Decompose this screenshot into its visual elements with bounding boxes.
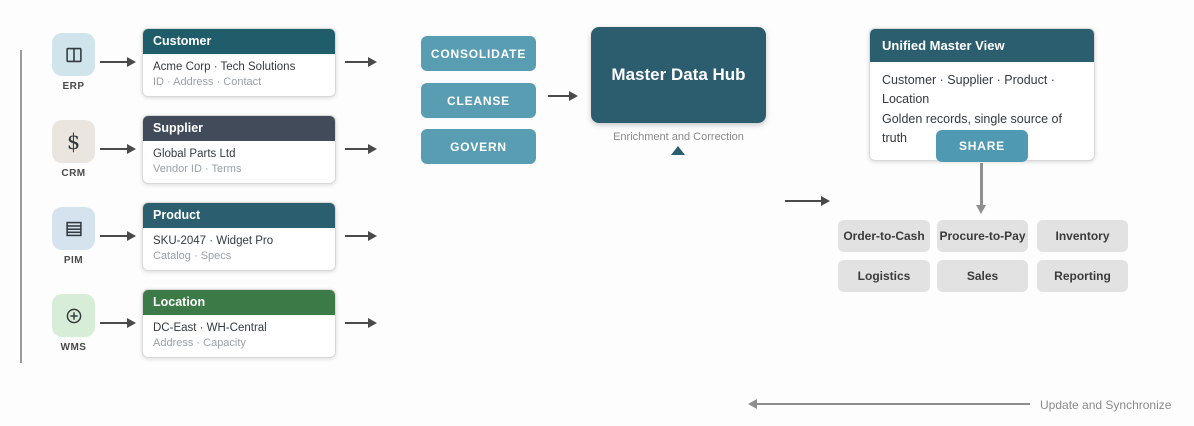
arrow-location-out [345,318,377,328]
feedback-label: Update and Synchronize [1040,398,1172,412]
arrow-wms-to-location [100,318,136,328]
location-card-title: Location [143,290,335,315]
arrow-customer-out [345,57,377,67]
cleanse-button[interactable]: CLEANSE [421,83,536,118]
customer-card-title: Customer [143,29,335,54]
supplier-card-line2: Vendor ID · Terms [153,163,242,175]
consolidate-button[interactable]: CONSOLIDATE [421,36,536,71]
arrow-pim-to-product [100,231,136,241]
table-rows-icon [65,221,82,236]
location-card-line1: DC-East · WH-Central [153,322,267,334]
supplier-card: Supplier Global Parts Ltd Vendor ID · Te… [142,115,336,184]
unified-master-view-line2: Golden records, single source of truth [882,111,1062,146]
arrow-crm-to-supplier [100,144,136,154]
govern-button[interactable]: GOVERN [421,129,536,164]
arrow-erp-to-customer [100,57,136,67]
hub-annotation: Enrichment and Correction [613,131,744,143]
product-card-line1: SKU-2047 · Widget Pro [153,235,274,247]
customer-card-line1: Acme Corp · Tech Solutions [153,61,296,73]
master-data-hub: Master Data Hub [591,27,766,123]
arrow-product-out [345,231,377,241]
source-label-crm: CRM [61,168,86,179]
crm-system-icon: $ [52,120,95,163]
location-card-line2: Address · Capacity [153,337,246,349]
arrow-share-to-downstream [976,163,986,214]
circle-plus-icon [66,308,81,323]
chip-order-to-cash[interactable]: Order-to-Cash [838,220,930,252]
triangle-up-icon [671,146,685,155]
wms-system-icon [52,294,95,337]
unified-master-view-line1: Customer · Supplier · Product · Location [882,73,1055,107]
source-label-pim: PIM [63,255,84,266]
source-rail-line [20,50,22,363]
chip-inventory[interactable]: Inventory [1037,220,1128,252]
supplier-card-line1: Global Parts Ltd [153,148,236,160]
customer-card: Customer Acme Corp · Tech Solutions ID ·… [142,28,336,97]
product-card-title: Product [143,203,335,228]
table-columns-icon [65,47,82,62]
arrow-supplier-out [345,144,377,154]
dollar-icon: $ [66,129,81,154]
supplier-card-title: Supplier [143,116,335,141]
arrow-process-to-hub [548,91,578,101]
customer-card-line2: ID · Address · Contact [153,76,262,88]
source-label-wms: WMS [60,342,87,353]
pim-system-icon [52,207,95,250]
chip-sales[interactable]: Sales [937,260,1028,292]
arrow-hub-to-downstream [785,196,830,206]
source-label-erp: ERP [62,81,85,92]
arrow-update-synchronize [748,399,1030,409]
product-card-line2: Catalog · Specs [153,250,232,262]
erp-system-icon [52,33,95,76]
share-button[interactable]: SHARE [936,130,1028,162]
chip-reporting[interactable]: Reporting [1037,260,1128,292]
unified-master-view-title: Unified Master View [870,29,1094,62]
chip-procure-to-pay[interactable]: Procure-to-Pay [937,220,1028,252]
location-card: Location DC-East · WH-Central Address · … [142,289,336,358]
chip-logistics[interactable]: Logistics [838,260,930,292]
product-card: Product SKU-2047 · Widget Pro Catalog · … [142,202,336,271]
